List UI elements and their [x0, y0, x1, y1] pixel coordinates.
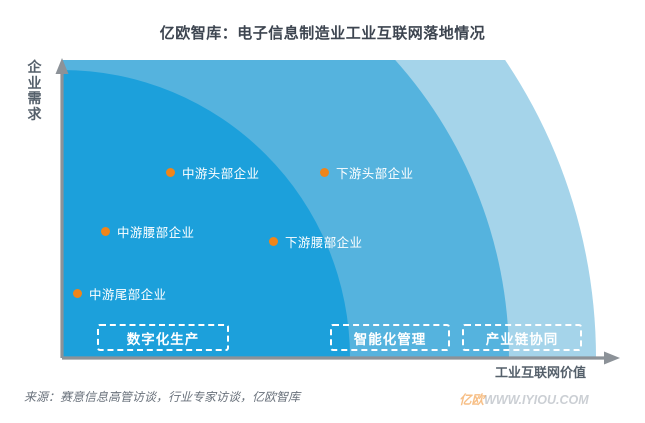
- zone-chip-digital-production[interactable]: 数字化生产: [97, 324, 229, 351]
- data-point-midstream-head[interactable]: 中游头部企业: [166, 163, 259, 182]
- data-point-label: 中游尾部企业: [89, 288, 167, 302]
- zone-chip-supply-chain-collaboration[interactable]: 产业链协同: [462, 324, 582, 351]
- y-axis-arrow-icon: [55, 58, 69, 74]
- y-axis-label: 企业需求: [27, 59, 43, 123]
- x-axis-arrow-icon: [604, 351, 620, 365]
- point-marker-icon: [320, 168, 329, 177]
- watermark: 亿欧WWW.IYIOU.COM: [459, 389, 589, 408]
- watermark-url: WWW.IYIOU.COM: [484, 393, 589, 407]
- zone-arc-inner: [62, 70, 350, 358]
- data-point-midstream-tail[interactable]: 中游尾部企业: [73, 284, 166, 303]
- zone-chip-intelligent-management[interactable]: 智能化管理: [330, 324, 450, 351]
- data-point-label: 中游腰部企业: [117, 226, 195, 240]
- source-note: 来源：赛意信息高管访谈，行业专家访谈，亿欧智库: [24, 390, 301, 404]
- data-point-downstream-head[interactable]: 下游头部企业: [320, 163, 413, 182]
- watermark-brand: 亿欧: [459, 393, 485, 407]
- page-title: 亿欧智库：电子信息制造业工业互联网落地情况: [159, 25, 486, 42]
- data-point-midstream-waist[interactable]: 中游腰部企业: [101, 222, 194, 241]
- point-marker-icon: [73, 289, 82, 298]
- data-point-label: 下游腰部企业: [285, 236, 363, 250]
- point-marker-icon: [269, 237, 278, 246]
- data-point-label: 中游头部企业: [182, 167, 260, 181]
- point-marker-icon: [101, 227, 110, 236]
- data-point-downstream-waist[interactable]: 下游腰部企业: [269, 232, 362, 251]
- data-point-label: 下游头部企业: [336, 167, 414, 181]
- x-axis-label: 工业互联网价值: [495, 365, 587, 380]
- point-marker-icon: [166, 168, 175, 177]
